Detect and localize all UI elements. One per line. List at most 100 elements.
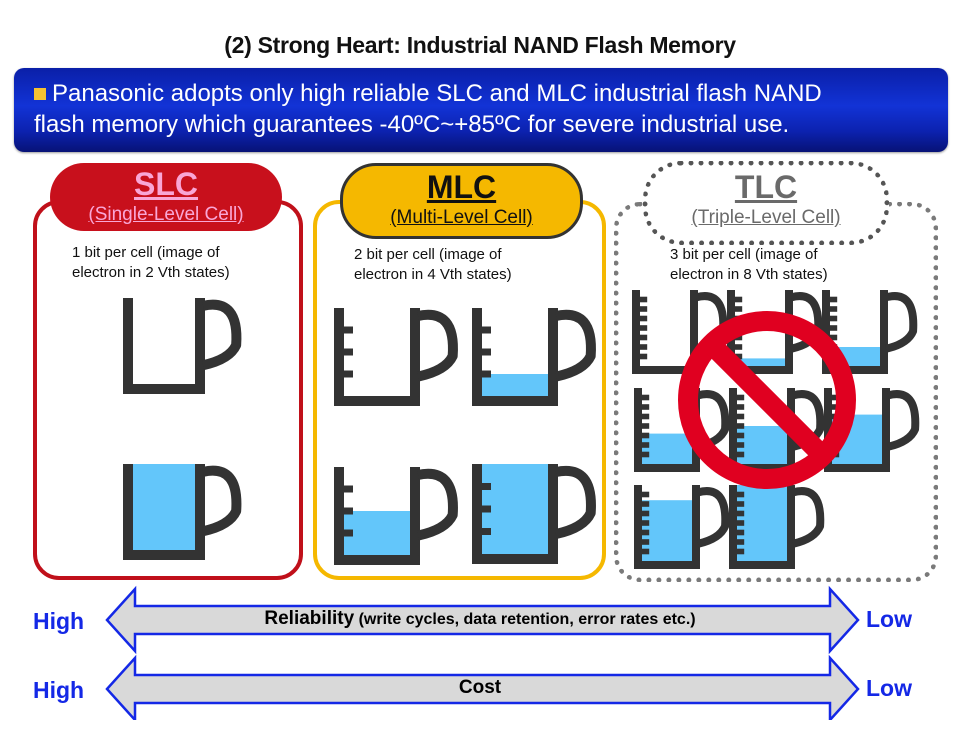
mug-wall-left: [472, 308, 482, 406]
mug-tick: [642, 394, 650, 401]
mug-tick: [482, 483, 491, 490]
mug-tick: [735, 334, 743, 341]
mug-tick: [482, 348, 491, 356]
mug-base: [472, 554, 558, 564]
mug-tick: [642, 529, 650, 536]
mug-base: [334, 396, 420, 406]
mug-tick: [640, 325, 648, 331]
mug-tick: [737, 404, 745, 410]
mug-tick: [482, 528, 491, 535]
mug-tick: [642, 548, 650, 555]
mlc-mug-state-3: [472, 464, 596, 564]
mug-tick: [344, 370, 353, 378]
summary-banner: Panasonic adopts only high reliable SLC …: [14, 68, 948, 152]
mug-tick: [830, 306, 838, 312]
tlc-mug-state-7: [729, 485, 825, 569]
mug-handle: [554, 465, 596, 539]
mug-tick: [640, 306, 648, 312]
mug-tick: [642, 432, 650, 439]
mug-wall-left: [334, 467, 344, 565]
mug-tick: [640, 315, 648, 322]
mug-wall-right: [548, 308, 558, 406]
mug-tick: [737, 442, 745, 448]
mlc-mug-state-0: [334, 308, 458, 406]
mug-base: [634, 561, 700, 569]
slc-full-name: (Single-Level Cell): [88, 204, 244, 225]
mug-wall-left: [822, 290, 830, 374]
mug-tick: [737, 423, 745, 429]
water-level: [133, 464, 195, 550]
mug-tick: [830, 325, 838, 331]
mug-tick: [642, 423, 650, 429]
mug-tick: [737, 520, 745, 526]
mug-handle: [886, 390, 920, 451]
mug-tick: [737, 529, 745, 536]
slc-abbrev: SLC: [134, 166, 198, 202]
mug-tick: [642, 510, 650, 517]
mug-wall-right: [787, 485, 795, 569]
mug-tick: [735, 306, 743, 312]
reliability-high-label: High: [33, 608, 85, 634]
mug-handle: [696, 487, 730, 548]
tlc-full-name: (Triple-Level Cell): [691, 207, 841, 228]
mug-tick: [344, 507, 353, 515]
reliability-sublabel: (write cycles, data retention, error rat…: [354, 611, 696, 628]
mug-handle: [554, 309, 596, 382]
cost-high-label: High: [33, 677, 85, 703]
mug-tick: [642, 404, 650, 410]
slc-header: SLC (Single-Level Cell): [50, 163, 282, 231]
mug-base: [824, 464, 890, 472]
mug-tick: [642, 520, 650, 526]
mug-wall-right: [692, 485, 700, 569]
slc-mug-state-1: [123, 464, 242, 560]
mug-base: [632, 366, 698, 374]
mug-wall-left: [634, 485, 642, 569]
water-level: [642, 500, 692, 561]
mug-wall-left: [729, 388, 737, 472]
mug-tick: [642, 491, 650, 498]
mug-wall-right: [410, 467, 420, 565]
mug-tick: [830, 334, 838, 341]
mug-tick: [344, 485, 353, 493]
mug-tick: [737, 491, 745, 498]
cell-state-illustrations: [123, 290, 920, 569]
mug-tick: [737, 394, 745, 401]
mug-wall-right: [410, 308, 420, 406]
mug-tick: [737, 413, 745, 420]
mug-wall-right: [195, 298, 205, 394]
mug-tick: [735, 296, 743, 303]
mug-wall-left: [824, 388, 832, 472]
summary-line-1: Panasonic adopts only high reliable SLC …: [52, 80, 822, 107]
reliability-label: Reliability: [264, 608, 355, 629]
reliability-low-label: Low: [866, 606, 912, 632]
reliability-double-arrow: [105, 585, 860, 655]
mug-handle: [416, 468, 458, 541]
mug-tick: [735, 344, 743, 350]
water-level: [482, 464, 548, 554]
mug-wall-right: [882, 388, 890, 472]
no-symbol-icon: [678, 311, 856, 489]
mug-tick: [640, 353, 648, 360]
water-level: [642, 433, 692, 464]
slide-title: (2) Strong Heart: Industrial NAND Flash …: [224, 32, 736, 58]
mug-wall-left: [123, 298, 133, 394]
scale-arrows: [105, 585, 860, 720]
mug-wall-right: [690, 290, 698, 374]
mug-wall-right: [880, 290, 888, 374]
summary-text: Panasonic adopts only high reliable SLC …: [34, 78, 934, 140]
mug-handle: [791, 487, 825, 548]
mug-wall-left: [334, 308, 344, 406]
mug-wall-left: [729, 485, 737, 569]
mug-tick: [832, 404, 840, 410]
mlc-mug-state-2: [334, 467, 458, 565]
mlc-abbrev: MLC: [426, 169, 497, 205]
mug-handle: [416, 309, 458, 382]
water-level: [344, 511, 410, 555]
mug-tick: [344, 348, 353, 356]
water-level: [735, 358, 785, 366]
water-level: [737, 426, 787, 464]
mug-base: [472, 396, 558, 406]
mug-base: [634, 464, 700, 472]
tlc-mug-state-6: [634, 485, 730, 569]
